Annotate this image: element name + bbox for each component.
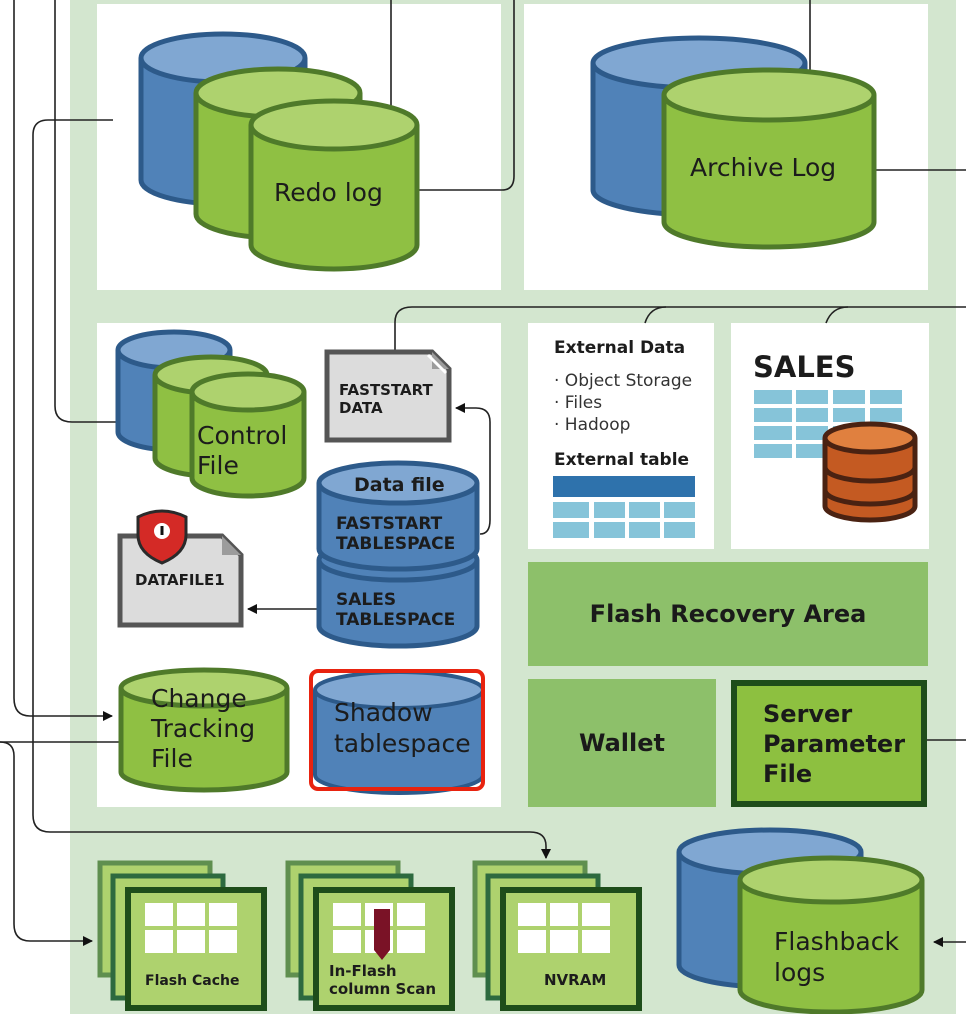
external-data-item: · Object Storage — [554, 371, 693, 391]
control-green-cylinder-front — [189, 371, 307, 499]
flashback-logs-label[interactable]: Flashback logs — [774, 926, 899, 989]
control-file-line1: Control — [197, 421, 288, 450]
change-tracking-line3: File — [151, 744, 193, 773]
sales-table-graphic — [754, 390, 902, 458]
external-table-title: External table — [554, 450, 690, 470]
in-flash-scan-label[interactable]: In-Flash column Scan — [329, 962, 436, 998]
faststart-tablespace-line1: FASTSTART — [336, 514, 443, 534]
external-data-item: · Files — [554, 392, 603, 413]
external-data-list: · Object Storage · Files · Hadoop — [554, 371, 692, 436]
connector-redo-to-archive — [415, 0, 515, 191]
shadow-tablespace-label[interactable]: Shadow tablespace — [334, 697, 471, 760]
sales-database-icon — [822, 421, 918, 523]
faststart-tablespace-cylinder — [316, 460, 480, 572]
faststart-tablespace-label[interactable]: FASTSTART TABLESPACE — [336, 514, 455, 555]
server-parameter-file[interactable]: Server Parameter File — [731, 680, 927, 807]
change-tracking-cylinder — [118, 667, 290, 793]
redo-green-cylinder-front — [248, 98, 420, 272]
shield-lock-icon — [136, 509, 188, 565]
flashback-green-cylinder — [737, 855, 925, 1014]
shadow-tablespace-line1: Shadow — [334, 698, 433, 727]
server-parameter-file-line2: Parameter — [763, 729, 906, 758]
data-file-title: Data file — [354, 474, 445, 496]
faststart-data-label[interactable]: FASTSTART DATA — [339, 381, 433, 417]
flash-recovery-area[interactable]: Flash Recovery Area — [528, 562, 928, 666]
in-flash-scan-line2: column Scan — [329, 980, 437, 998]
connector-left-2 — [54, 0, 176, 423]
wallet-label: Wallet — [578, 729, 665, 757]
change-tracking-line1: Change — [151, 684, 247, 713]
nvram-card-stack — [472, 860, 642, 1011]
server-parameter-file-line1: Server — [763, 699, 853, 728]
wallet[interactable]: Wallet — [528, 679, 716, 807]
external-table-graphic — [553, 476, 695, 538]
data-file-stack — [316, 460, 480, 649]
archive-green-cylinder — [661, 67, 877, 250]
sales-tablespace-line1: SALES — [336, 590, 397, 610]
external-data-title: External Data — [554, 338, 686, 358]
faststart-tablespace-line2: TABLESPACE — [336, 534, 456, 555]
connector-left-outer — [13, 0, 113, 721]
redo-log-cylinders — [138, 31, 420, 272]
faststart-data-line2: DATA — [339, 399, 383, 417]
faststart-data-document — [324, 349, 452, 443]
connector-faststart-top — [394, 306, 966, 350]
in-flash-scan-card-stack — [285, 860, 455, 1011]
datafile1-label[interactable]: DATAFILE1 — [135, 571, 225, 589]
server-parameter-file-line3: File — [763, 759, 813, 788]
redo-log-label[interactable]: Redo log — [274, 178, 383, 207]
sales-tablespace-label[interactable]: SALES TABLESPACE — [336, 590, 455, 631]
change-tracking-line2: Tracking — [151, 714, 256, 743]
flashback-logs-line1: Flashback — [774, 927, 899, 956]
flashback-logs-line2: logs — [774, 958, 826, 988]
connector-redo-to-frontend — [32, 119, 551, 859]
change-tracking-label[interactable]: Change Tracking File — [151, 684, 255, 774]
flash-cache-card-stack — [97, 860, 267, 1011]
archive-log-cylinders — [590, 35, 877, 250]
connector-frontend-flashcache — [0, 741, 93, 946]
sales-tablespace-line2: TABLESPACE — [336, 610, 456, 631]
archive-log-label[interactable]: Archive Log — [690, 153, 837, 182]
connector-sales-top — [825, 306, 849, 324]
control-file-label[interactable]: Control File — [197, 421, 287, 481]
flashback-logs-cylinders — [676, 827, 925, 1014]
nvram-label[interactable]: NVRAM — [544, 971, 607, 989]
flash-cache-label[interactable]: Flash Cache — [145, 973, 240, 989]
control-file-line2: File — [197, 451, 239, 480]
shadow-tablespace-highlight — [309, 669, 485, 791]
connector-external-top — [644, 306, 667, 324]
column-scan-arrow-icon — [374, 909, 390, 960]
in-flash-scan-line1: In-Flash — [329, 962, 397, 980]
shadow-tablespace-line2: tablespace — [334, 729, 471, 759]
sales-title[interactable]: SALES — [753, 350, 856, 384]
connector-faststart-loop — [455, 403, 491, 535]
flash-recovery-area-label: Flash Recovery Area — [589, 600, 867, 628]
control-file-cylinders — [115, 329, 307, 499]
faststart-data-line1: FASTSTART — [339, 381, 433, 399]
external-data-item: · Hadoop — [554, 414, 631, 435]
